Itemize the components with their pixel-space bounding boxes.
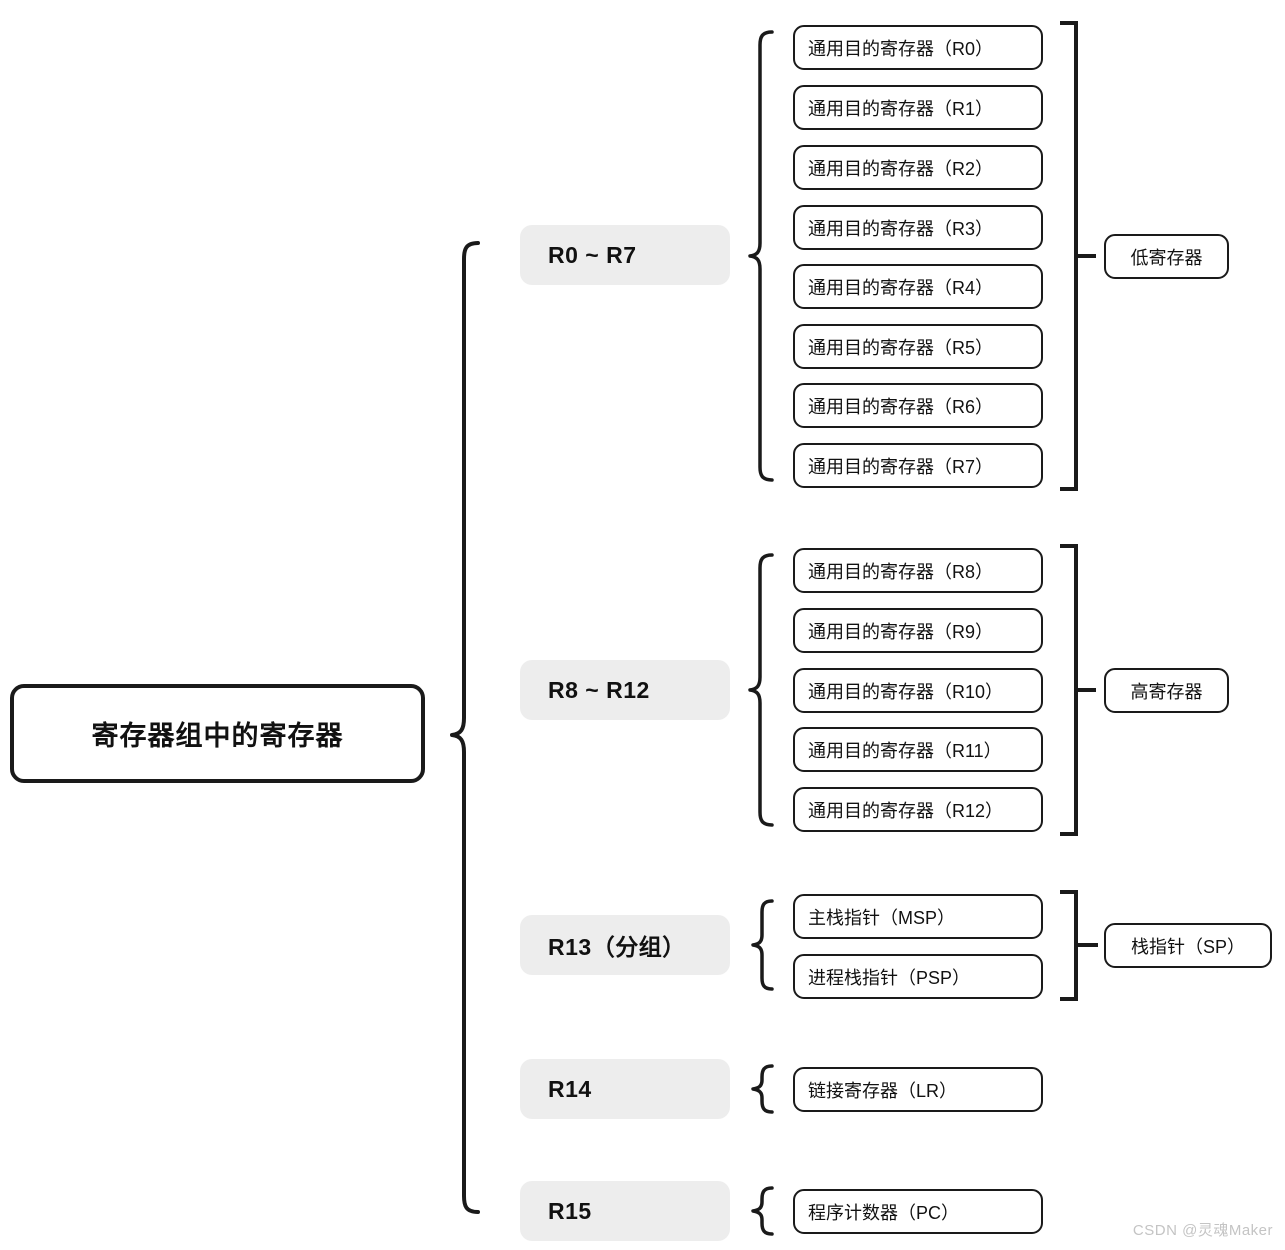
leaf-node-r12: 通用目的寄存器（R12） — [793, 787, 1043, 832]
leaf-node-label: 通用目的寄存器（R6） — [808, 396, 994, 417]
leaf-node-r3: 通用目的寄存器（R3） — [793, 205, 1043, 250]
leaf-node-r9: 通用目的寄存器（R9） — [793, 608, 1043, 653]
leaf-node-label: 通用目的寄存器（R4） — [808, 277, 994, 298]
side-node-label: 低寄存器 — [1130, 247, 1203, 268]
leaf-node-r1: 通用目的寄存器（R1） — [793, 85, 1043, 130]
leaf-node-r6: 通用目的寄存器（R6） — [793, 383, 1043, 428]
leaf-node-label: 通用目的寄存器（R12） — [808, 800, 1004, 821]
leaf-node-r5: 通用目的寄存器（R5） — [793, 324, 1043, 369]
leaf-node-label: 通用目的寄存器（R8） — [808, 561, 994, 582]
leaf-node-label: 通用目的寄存器（R2） — [808, 158, 994, 179]
group-node-label: R15 — [548, 1197, 592, 1224]
group-node-label: R0 ~ R7 — [548, 241, 637, 268]
watermark: CSDN @灵魂Maker — [1132, 1222, 1273, 1239]
leaf-node-r8: 通用目的寄存器（R8） — [793, 548, 1043, 593]
group-node-r13: R13（分组） — [520, 915, 730, 975]
group-node-r8-r12: R8 ~ R12 — [520, 660, 730, 720]
leaf-node-label: 通用目的寄存器（R5） — [808, 337, 994, 358]
group-node-label: R8 ~ R12 — [548, 676, 650, 703]
leaf-node-r10: 通用目的寄存器（R10） — [793, 668, 1043, 713]
leaf-node-label: 通用目的寄存器（R10） — [808, 681, 1004, 702]
leaf-node-label: 通用目的寄存器（R11） — [808, 740, 1002, 761]
group-node-label: R13（分组） — [548, 934, 686, 960]
leaf-node-label: 主栈指针（MSP） — [808, 907, 956, 928]
side-node-stack-pointer: 栈指针（SP） — [1104, 923, 1272, 968]
leaf-node-r4: 通用目的寄存器（R4） — [793, 264, 1043, 309]
leaf-node-label: 通用目的寄存器（R9） — [808, 621, 994, 642]
side-node-high-registers: 高寄存器 — [1104, 668, 1229, 713]
leaf-node-label: 通用目的寄存器（R3） — [808, 218, 994, 239]
leaf-node-label: 通用目的寄存器（R7） — [808, 456, 994, 477]
leaf-node-label: 进程栈指针（PSP） — [808, 967, 971, 988]
leaf-node-r2: 通用目的寄存器（R2） — [793, 145, 1043, 190]
root-node: 寄存器组中的寄存器 — [10, 684, 425, 783]
leaf-node-label: 程序计数器（PC） — [808, 1202, 960, 1223]
group-node-label: R14 — [548, 1075, 592, 1102]
group-node-r0-r7: R0 ~ R7 — [520, 225, 730, 285]
leaf-node-msp: 主栈指针（MSP） — [793, 894, 1043, 939]
leaf-node-label: 链接寄存器（LR） — [808, 1080, 958, 1101]
leaf-node-label: 通用目的寄存器（R0） — [808, 38, 994, 59]
leaf-node-r7: 通用目的寄存器（R7） — [793, 443, 1043, 488]
leaf-node-label: 通用目的寄存器（R1） — [808, 98, 994, 119]
side-node-label: 栈指针（SP） — [1130, 936, 1245, 957]
side-node-low-registers: 低寄存器 — [1104, 234, 1229, 279]
leaf-node-r0: 通用目的寄存器（R0） — [793, 25, 1043, 70]
group-node-r14: R14 — [520, 1059, 730, 1119]
group-node-r15: R15 — [520, 1181, 730, 1241]
leaf-node-lr: 链接寄存器（LR） — [793, 1067, 1043, 1112]
leaf-node-pc: 程序计数器（PC） — [793, 1189, 1043, 1234]
leaf-node-r11: 通用目的寄存器（R11） — [793, 727, 1043, 772]
root-node-label: 寄存器组中的寄存器 — [91, 721, 344, 751]
side-node-label: 高寄存器 — [1130, 681, 1203, 702]
leaf-node-psp: 进程栈指针（PSP） — [793, 954, 1043, 999]
